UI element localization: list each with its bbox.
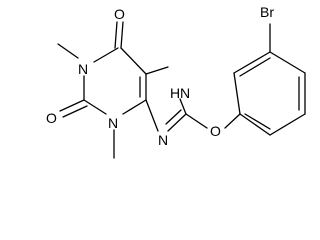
bond-n3-c4 — [122, 99, 147, 115]
bond-ph-1-2 — [233, 72, 241, 115]
bond-c6-o-double-b — [120, 21, 124, 49]
bond-ph-inner-c — [244, 113, 271, 130]
bond-c6-n1 — [93, 47, 119, 63]
bond-n9-c4 — [145, 99, 159, 132]
molecule-structure: Br O N O N N H N O — [46, 4, 306, 159]
atom-labels: Br O N O N N H N O — [46, 4, 274, 148]
bond-c8-o-ether — [185, 113, 208, 129]
bond-c5-n7 — [145, 66, 169, 75]
bond-c5-c6 — [120, 47, 147, 75]
bond-c2-n3 — [83, 99, 107, 115]
atom-n9-label: N — [158, 132, 168, 148]
bond-n1-methyl — [57, 43, 79, 59]
bond-ph-6-1 — [239, 113, 271, 136]
bond-c2-o-double-a — [59, 99, 85, 112]
bond-c8-n9-b — [165, 109, 182, 125]
atom-o-ether-label: O — [210, 123, 221, 139]
atom-br-label: Br — [260, 4, 274, 20]
bond-ph-inner-a — [239, 57, 271, 77]
bond-c2-o-double-b — [62, 105, 88, 118]
bond-c8-n9-a — [167, 113, 187, 132]
atom-o-carbonyl-left-label: O — [46, 110, 57, 126]
atom-n3-label: N — [108, 115, 118, 131]
bond-c6-o-double-a — [114, 21, 118, 49]
atom-n1-label: N — [78, 61, 88, 77]
bonds — [57, 21, 306, 159]
bond-o-phenyl — [224, 113, 241, 129]
atom-n7-label: N — [180, 85, 190, 101]
atom-n7-hydrogen-label: H — [170, 85, 180, 101]
bond-ph-5-6 — [269, 113, 306, 136]
bond-ph-3-4 — [269, 51, 306, 74]
bond-n7-c8 — [179, 98, 187, 115]
atom-o-carbonyl-top-label: O — [114, 6, 125, 22]
bond-ph-2-3 — [233, 51, 271, 74]
